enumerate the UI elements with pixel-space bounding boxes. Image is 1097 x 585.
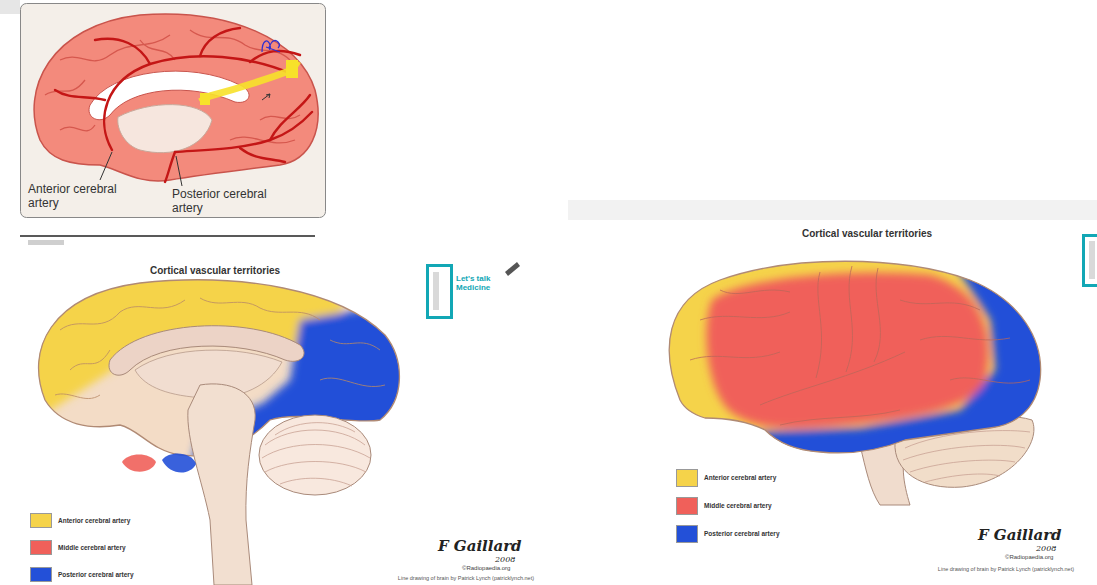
legend-text: Posterior cerebral artery <box>704 530 824 537</box>
signature-year: 2008 <box>1036 544 1066 553</box>
artery-label: Anterior cerebral artery <box>28 183 123 211</box>
legend-swatch <box>30 540 52 555</box>
legend-swatch <box>676 497 698 515</box>
copyright-note: ©Radiopaedia.org <box>462 565 532 572</box>
signature: F Gaillard <box>978 527 1068 544</box>
signature: F Gaillard <box>438 538 528 555</box>
signature-year: 2008 <box>495 555 525 564</box>
legend-text: Anterior cerebral artery <box>58 517 178 524</box>
credit-note: Line drawing of brain by Patrick Lynch (… <box>880 566 1074 572</box>
legend-text: Middle cerebral artery <box>704 502 824 509</box>
panel-title: Cortical vascular territories <box>767 228 967 240</box>
watermark: Let's talk Medicine <box>456 274 516 292</box>
legend-swatch <box>676 469 698 487</box>
legend-text: Middle cerebral artery <box>58 544 178 551</box>
legend-swatch <box>30 567 52 582</box>
legend-text: Anterior cerebral artery <box>704 474 824 481</box>
legend-text: Posterior cerebral artery <box>58 571 178 578</box>
copyright-note: ©Radiopaedia.org <box>1005 554 1075 561</box>
panel-title: Cortical vascular territories <box>110 265 320 277</box>
artery-label: Posterior cerebral artery <box>172 188 272 216</box>
credit-note: Line drawing of brain by Patrick Lynch (… <box>340 575 534 581</box>
legend-swatch <box>676 525 698 543</box>
legend-swatch <box>30 513 52 528</box>
